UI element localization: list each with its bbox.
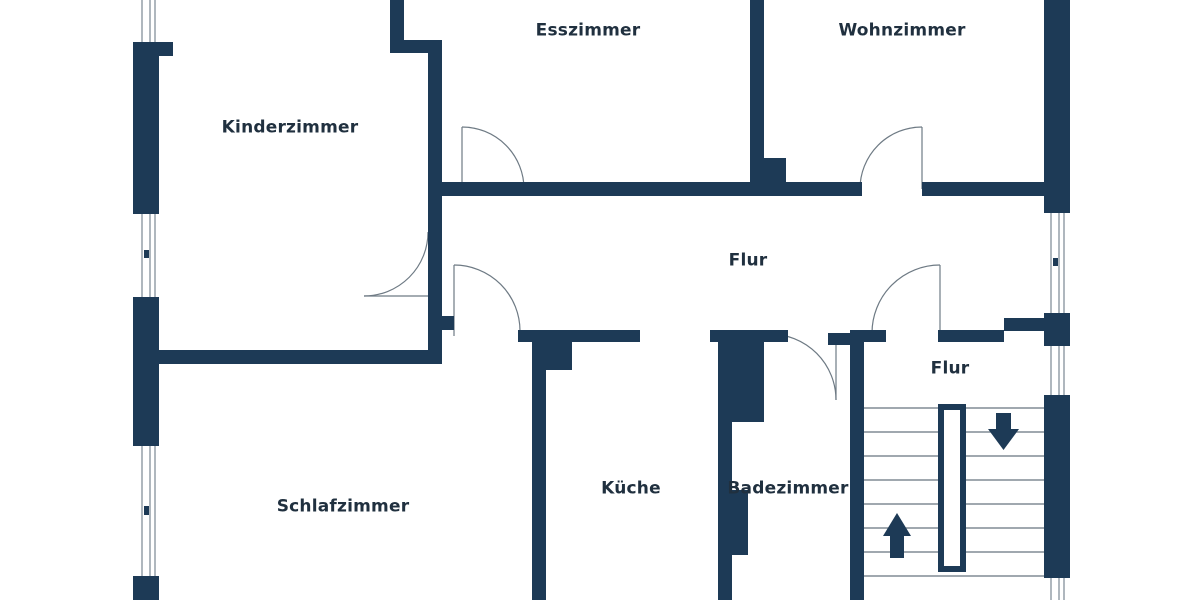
wall-flur-top-middle	[516, 182, 770, 196]
wall-wohnzimmer-bottom-l	[764, 182, 862, 196]
wall-kueche-pier	[532, 330, 572, 370]
wall-exterior-left-nub	[133, 42, 173, 56]
door-esszimmer	[461, 126, 525, 190]
door-flur-stairs	[871, 264, 941, 334]
wall-esszimmer-left-lower	[428, 40, 442, 192]
window-right-bottom	[1050, 574, 1065, 600]
wall-exterior-left-middle	[133, 297, 159, 446]
wall-exterior-right-lower	[1044, 395, 1070, 578]
wall-bad-door-jamb	[828, 333, 858, 345]
room-label-kueche: Küche	[601, 478, 661, 499]
window-right-lower	[1050, 342, 1065, 399]
door-kinderzimmer	[363, 231, 429, 297]
wall-exterior-left-bottom	[133, 576, 159, 600]
room-label-badezimmer: Badezimmer	[727, 478, 849, 499]
door-wohnzimmer	[859, 126, 923, 190]
door-kueche	[453, 264, 521, 336]
stair-newel	[938, 404, 966, 572]
wall-kinderzimmer-right	[428, 189, 442, 364]
wall-kueche-left	[532, 330, 546, 600]
wall-kinderzimmer-nub-up	[428, 182, 454, 196]
window-right-upper	[1050, 209, 1065, 318]
window-left-upper	[141, 214, 156, 297]
stair-arrow-up	[883, 513, 911, 558]
room-label-flur-main: Flur	[728, 250, 768, 271]
wall-stairhall-top-right	[938, 330, 1004, 342]
wall-bad-pier-upper	[718, 330, 764, 422]
wall-exterior-left-upper	[133, 42, 159, 214]
wall-stairhall-top-left	[850, 330, 886, 342]
wall-stairhall-left	[850, 330, 864, 600]
room-label-kinderzimmer: Kinderzimmer	[221, 117, 359, 138]
wall-schlafzimmer-top	[148, 350, 442, 364]
wall-esszimmer-right	[750, 0, 764, 160]
door-arcs-group	[363, 126, 941, 401]
wall-bad-pier-lower	[718, 490, 748, 555]
wall-kinderzimmer-jamb	[428, 316, 454, 330]
wall-wohnzimmer-bottom-r	[922, 182, 1062, 196]
room-label-schlafzimmer: Schlafzimmer	[276, 496, 410, 517]
staircase	[864, 404, 1048, 577]
window-left-top	[141, 0, 156, 42]
walls-group	[133, 0, 1070, 600]
room-label-flur-stairs: Flur	[930, 358, 970, 379]
room-label-esszimmer: Esszimmer	[535, 20, 641, 41]
wall-flur-right-stub	[1004, 318, 1060, 331]
wall-esszimmer-left-top	[390, 0, 404, 52]
stair-arrow-down	[988, 413, 1019, 450]
window-left-lower	[141, 446, 156, 576]
windows-group	[141, 0, 1065, 600]
room-label-wohnzimmer: Wohnzimmer	[838, 20, 966, 41]
wall-exterior-right-upper	[1044, 0, 1070, 213]
door-badezimmer	[769, 333, 837, 401]
